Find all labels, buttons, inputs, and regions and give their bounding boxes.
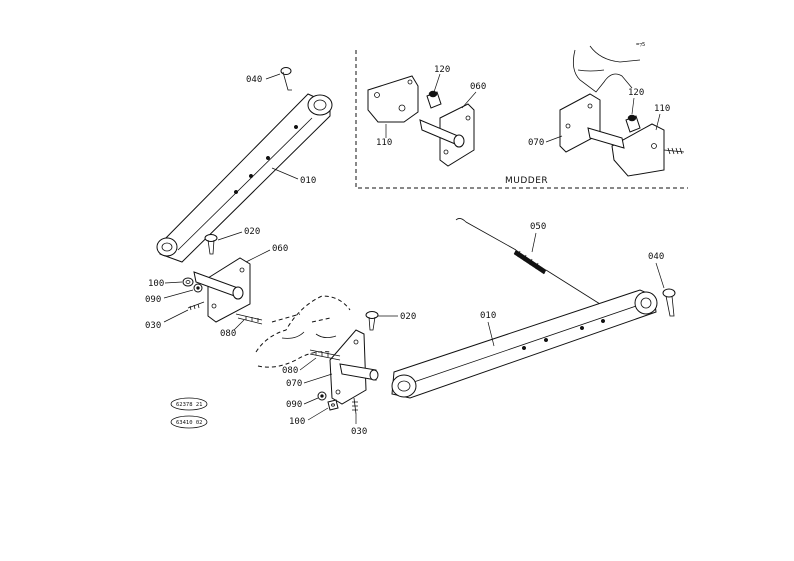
right-washer-090 [317,391,327,401]
label-inset-060: 060 [470,82,486,92]
left-lower-link-010 [156,93,333,263]
right-spring-050 [455,218,601,305]
inset-plate-110b [587,123,685,177]
inset-border [355,50,688,189]
right-bracket [329,329,379,405]
label-inset-110a: 110 [376,138,392,148]
right-pin-020 [365,311,379,331]
label-inset-120b: 120 [628,88,644,98]
svg-text:=⁊5: =⁊5 [636,42,645,48]
right-pin-040 [662,288,676,317]
left-assembly: 040 010 020 [145,67,333,339]
label-right-040: 040 [648,252,664,262]
inset-bushing-120 [426,90,442,109]
reference-oval-2 [170,415,208,429]
inset-tractor-outline: =⁊5 [572,42,645,93]
left-bracket-060 [193,257,251,323]
label-inset-120a: 120 [434,65,450,75]
reference-stamps: 62378 21 63410 02 [170,397,208,429]
inset-title: MUDDER [505,176,548,186]
right-lower-link-010 [391,289,658,399]
inset-bracket-110 [367,75,419,123]
label-left-040: 040 [246,75,262,85]
label-right-070: 070 [286,379,302,389]
inset-bracket-070 [559,93,601,153]
inset-bushing-120b [625,114,641,133]
left-nut-100 [182,277,194,287]
label-left-010: 010 [300,176,316,186]
right-assembly: 050 040 010 020 [282,218,676,437]
left-spring-pin-030 [187,301,205,311]
left-bolt-080 [235,313,263,325]
label-right-030: 030 [351,427,367,437]
right-spring-pin-030 [352,397,358,415]
left-pin-020 [204,234,218,255]
reference-1: 62378 21 [176,402,203,408]
reference-2: 63410 02 [176,420,203,426]
label-right-020: 020 [400,312,416,322]
label-left-030: 030 [145,321,161,331]
label-left-060: 060 [272,244,288,254]
label-inset-070: 070 [528,138,544,148]
left-washer-090 [193,283,203,293]
label-left-100: 100 [148,279,164,289]
label-inset-110b: 110 [654,104,670,114]
label-left-020: 020 [244,227,260,237]
label-right-010: 010 [480,311,496,321]
label-right-050: 050 [530,222,546,232]
label-right-090: 090 [286,400,302,410]
label-right-100: 100 [289,417,305,427]
inset-panel: MUDDER 120 060 110 =⁊5 [355,42,688,189]
inset-plate-060 [419,103,475,167]
right-bolt-080 [309,349,341,361]
right-nut-100 [327,399,339,411]
label-left-090: 090 [145,295,161,305]
label-left-080: 080 [220,329,236,339]
left-pin-040 [280,67,292,91]
label-right-080: 080 [282,366,298,376]
reference-oval-1 [170,397,208,411]
